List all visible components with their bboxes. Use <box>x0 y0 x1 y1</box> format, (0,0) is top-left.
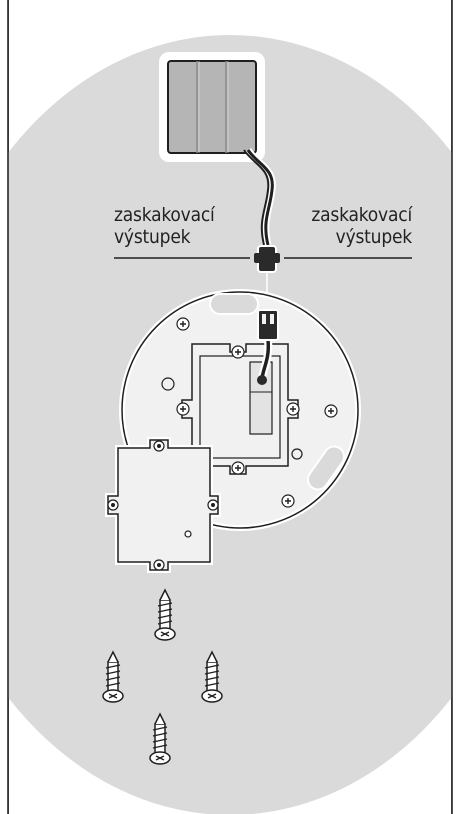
snap-tab-label-right: zaskakovací výstupek <box>311 204 412 248</box>
battery-pack-icon <box>159 52 265 162</box>
snap-tab-label-right-line2: výstupek <box>335 226 413 248</box>
snap-tab-label-left-line2: výstupek <box>114 226 191 248</box>
disc-mask-right <box>452 0 460 814</box>
socket-connector <box>257 309 279 385</box>
base-screw-heads <box>176 317 338 508</box>
snap-tab-label-left: zaskakovací výstupek <box>114 204 215 248</box>
disc-mask-left <box>0 0 8 814</box>
snap-tab-label-right-line1: zaskakovací <box>311 204 412 226</box>
connector-plug-icon <box>254 245 280 273</box>
battery-cover <box>105 437 221 573</box>
snap-tab-label-left-line1: zaskakovací <box>114 204 215 226</box>
